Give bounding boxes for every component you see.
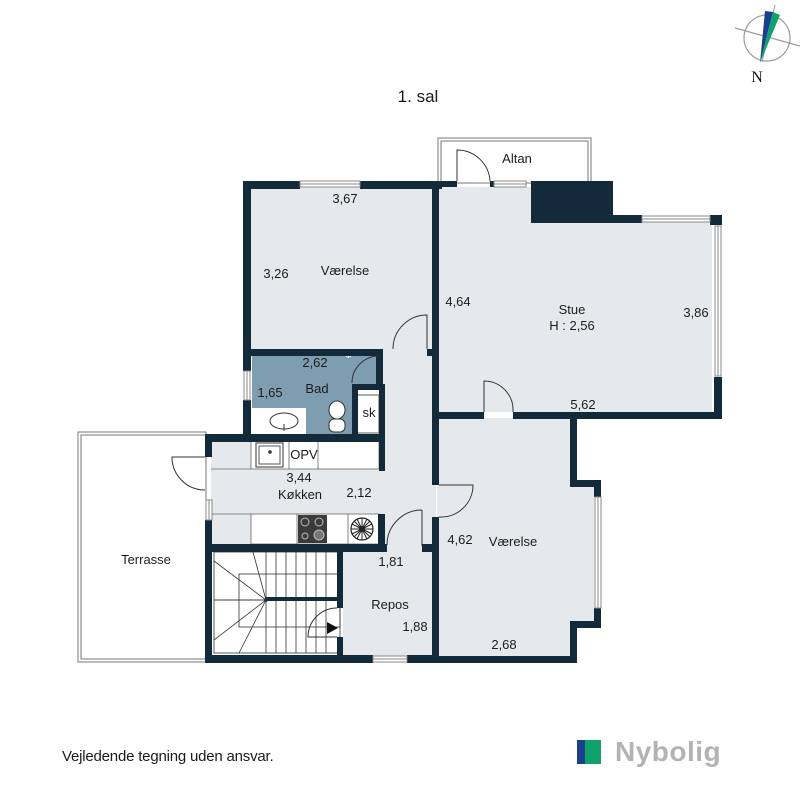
- terrasse-outline: [77, 431, 207, 663]
- stair-direction-arrow-icon: [327, 622, 338, 634]
- stue-height: H : 2,56: [549, 318, 595, 333]
- toilet-icon: [328, 400, 346, 433]
- staircase: [213, 551, 341, 654]
- vaerelse1-depth: 3,26: [263, 266, 288, 281]
- repos-name: Repos: [371, 597, 409, 612]
- doors: [171, 149, 514, 638]
- brand-name: Nybolig: [615, 736, 722, 767]
- repos-width: 1,81: [378, 554, 403, 569]
- bad-width: 2,62: [302, 355, 327, 370]
- repos-depth: 1,88: [402, 619, 427, 634]
- koekken-depth: 2,12: [346, 485, 371, 500]
- opv-label: OPV: [290, 447, 318, 462]
- disclaimer-text: Vejledende tegning uden ansvar.: [62, 748, 274, 765]
- nybolig-logo: Nybolig: [577, 738, 721, 766]
- nybolig-mark-icon: [577, 740, 601, 764]
- kitchen-sink-icon: [255, 442, 284, 468]
- stove-icon: [298, 515, 327, 543]
- koekken-width: 3,44: [286, 470, 311, 485]
- room-labels: 3,67 3,26 Værelse Altan 4,64 Stue H : 2,…: [121, 151, 709, 652]
- vaerelse1-width: 3,67: [332, 191, 357, 206]
- bad-name: Bad: [305, 381, 328, 396]
- sk-label: sk: [363, 405, 377, 420]
- koekken-name: Køkken: [278, 487, 322, 502]
- bad-depth: 1,65: [257, 385, 282, 400]
- compass-north-label: N: [751, 69, 763, 86]
- stue-width: 5,62: [570, 397, 595, 412]
- vaerelse1-name: Værelse: [321, 263, 369, 278]
- altan-outline: [437, 137, 592, 184]
- compass-icon: N: [734, 4, 800, 86]
- altan-name: Altan: [502, 151, 532, 166]
- stue-depth: 4,64: [445, 294, 470, 309]
- stue-right: 3,86: [683, 305, 708, 320]
- walls: [205, 181, 722, 663]
- windows: [205, 180, 722, 663]
- vaerelse2-name: Værelse: [489, 534, 537, 549]
- stue-name: Stue: [559, 302, 586, 317]
- floor-title: 1. sal: [398, 87, 439, 106]
- ventilation-icon: [350, 517, 374, 541]
- terrasse-name: Terrasse: [121, 552, 171, 567]
- vaerelse2-width: 2,68: [491, 637, 516, 652]
- vaerelse2-depth: 4,62: [447, 532, 472, 547]
